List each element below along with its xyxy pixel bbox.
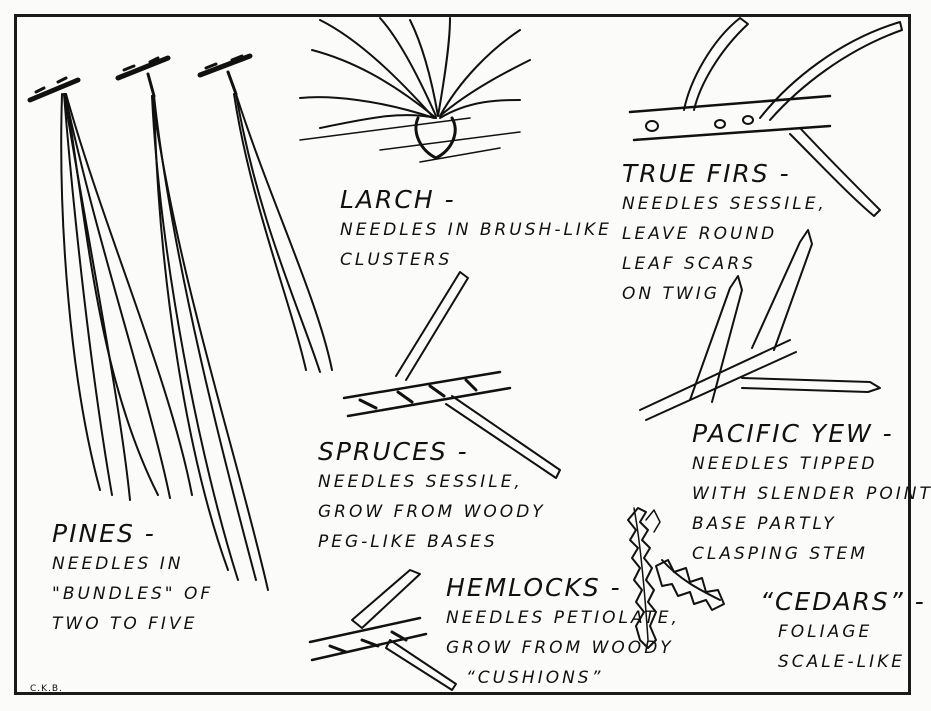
true-firs-label: TRUE FIRS - NEEDLES SESSILE, LEAVE ROUND… [622, 160, 827, 309]
hemlocks-line: NEEDLES PETIOLATE, [446, 603, 680, 633]
cedars-label: “CEDARS” - FOLIAGE SCALE-LIKE [760, 588, 926, 677]
pacific-yew-line: WITH SLENDER POINT, [692, 479, 931, 509]
pines-line: NEEDLES IN [52, 549, 213, 579]
pines-line: TWO TO FIVE [52, 609, 213, 639]
spruces-line: NEEDLES SESSILE, [318, 467, 546, 497]
hemlocks-line: GROW FROM WOODY [446, 633, 680, 663]
hemlocks-line: “CUSHIONS” [446, 663, 680, 693]
pacific-yew-label: PACIFIC YEW - NEEDLES TIPPED WITH SLENDE… [692, 420, 931, 569]
hemlock-twig-drawing [310, 570, 456, 690]
larch-brush-cluster-drawing [300, 18, 530, 162]
cedars-line: SCALE-LIKE [760, 647, 926, 677]
artist-initials: C.K.B. [30, 684, 63, 694]
spruces-label: SPRUCES - NEEDLES SESSILE, GROW FROM WOO… [318, 438, 546, 557]
larch-label: LARCH - NEEDLES IN BRUSH-LIKE CLUSTERS [340, 186, 612, 275]
pines-line: "BUNDLES" OF [52, 579, 213, 609]
true-firs-title: TRUE FIRS - [622, 160, 827, 189]
pines-title: PINES - [52, 520, 213, 549]
pines-description: NEEDLES IN "BUNDLES" OF TWO TO FIVE [52, 549, 213, 639]
cedars-title: “CEDARS” - [760, 588, 926, 617]
cedars-description: FOLIAGE SCALE-LIKE [760, 617, 926, 677]
larch-line: NEEDLES IN BRUSH-LIKE [340, 215, 612, 245]
pacific-yew-title: PACIFIC YEW - [692, 420, 931, 449]
true-firs-line: ON TWIG [622, 279, 827, 309]
hemlocks-description: NEEDLES PETIOLATE, GROW FROM WOODY “CUSH… [446, 603, 680, 693]
true-firs-description: NEEDLES SESSILE, LEAVE ROUND LEAF SCARS … [622, 189, 827, 309]
cedars-line: FOLIAGE [760, 617, 926, 647]
true-firs-line: LEAVE ROUND [622, 219, 827, 249]
true-firs-line: LEAF SCARS [622, 249, 827, 279]
hemlocks-label: HEMLOCKS - NEEDLES PETIOLATE, GROW FROM … [446, 574, 680, 693]
pacific-yew-description: NEEDLES TIPPED WITH SLENDER POINT, BASE … [692, 449, 931, 569]
larch-title: LARCH - [340, 186, 612, 215]
larch-line: CLUSTERS [340, 245, 612, 275]
pacific-yew-line: BASE PARTLY [692, 509, 931, 539]
true-firs-line: NEEDLES SESSILE, [622, 189, 827, 219]
pines-label: PINES - NEEDLES IN "BUNDLES" OF TWO TO F… [52, 520, 213, 639]
spruces-description: NEEDLES SESSILE, GROW FROM WOODY PEG-LIK… [318, 467, 546, 557]
larch-description: NEEDLES IN BRUSH-LIKE CLUSTERS [340, 215, 612, 275]
spruces-line: GROW FROM WOODY [318, 497, 546, 527]
hemlocks-title: HEMLOCKS - [446, 574, 680, 603]
pine-needle-bundles-drawing [30, 56, 332, 590]
pacific-yew-line: CLASPING STEM [692, 539, 931, 569]
spruces-title: SPRUCES - [318, 438, 546, 467]
spruces-line: PEG-LIKE BASES [318, 527, 546, 557]
pacific-yew-line: NEEDLES TIPPED [692, 449, 931, 479]
